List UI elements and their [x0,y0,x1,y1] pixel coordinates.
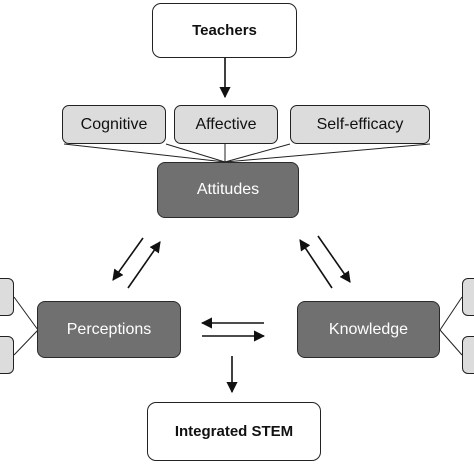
node-attitudes: Attitudes [157,162,299,218]
node-self-efficacy-label: Self-efficacy [316,115,404,133]
node-teachers-label: Teachers [192,22,257,39]
node-stub-right-top [462,278,474,316]
node-stub-left-bottom [0,336,14,374]
connector-selfefficacy-attitudes [224,143,431,163]
node-integrated-stem-label: Integrated STEM [174,423,294,440]
node-perceptions-label: Perceptions [66,320,152,338]
connector-selfefficacy-left [224,143,291,163]
connector-cognitive-left [165,143,226,163]
node-affective: Affective [174,105,278,144]
node-teachers: Teachers [152,3,297,58]
connector-stub-right-top [439,296,463,331]
arrow-attitudes-to-knowledge [317,235,351,283]
connector-stub-left-top [13,296,39,331]
node-stub-right-bottom [462,336,474,374]
connector-stub-left-bottom [13,329,39,356]
node-self-efficacy: Self-efficacy [290,105,430,144]
arrow-perceptions-to-attitudes [127,241,161,289]
node-knowledge: Knowledge [297,301,440,358]
connector-stub-right-bottom [439,329,463,356]
arrow-knowledge-to-attitudes [299,239,333,289]
node-knowledge-label: Knowledge [328,320,409,338]
arrow-attitudes-to-perceptions [112,237,144,281]
connector-cognitive-attitudes [63,143,226,163]
node-cognitive: Cognitive [62,105,166,144]
node-cognitive-label: Cognitive [80,115,148,133]
node-attitudes-label: Attitudes [196,181,260,198]
node-perceptions: Perceptions [37,301,181,358]
node-stub-left-top [0,278,14,316]
node-affective-label: Affective [195,115,257,133]
node-integrated-stem: Integrated STEM [147,402,321,461]
